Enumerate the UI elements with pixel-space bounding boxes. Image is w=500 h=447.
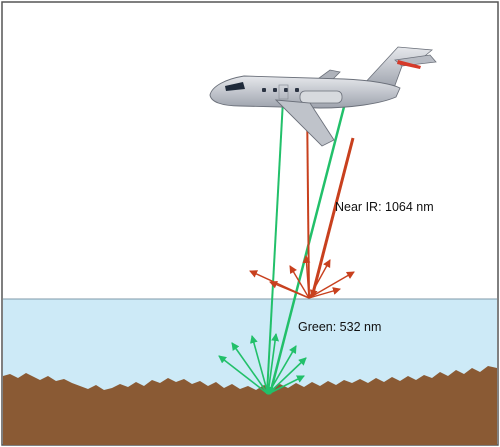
airplane-icon bbox=[209, 46, 437, 147]
ir-scatter-rays bbox=[249, 255, 355, 299]
green-scatter-rays bbox=[218, 333, 307, 395]
near-ir-label: Near IR: 1064 nm bbox=[335, 200, 434, 214]
seabed bbox=[3, 366, 497, 445]
ir-beam-down bbox=[306, 99, 355, 298]
green-beam-down bbox=[266, 99, 347, 395]
green-label: Green: 532 nm bbox=[298, 320, 382, 334]
